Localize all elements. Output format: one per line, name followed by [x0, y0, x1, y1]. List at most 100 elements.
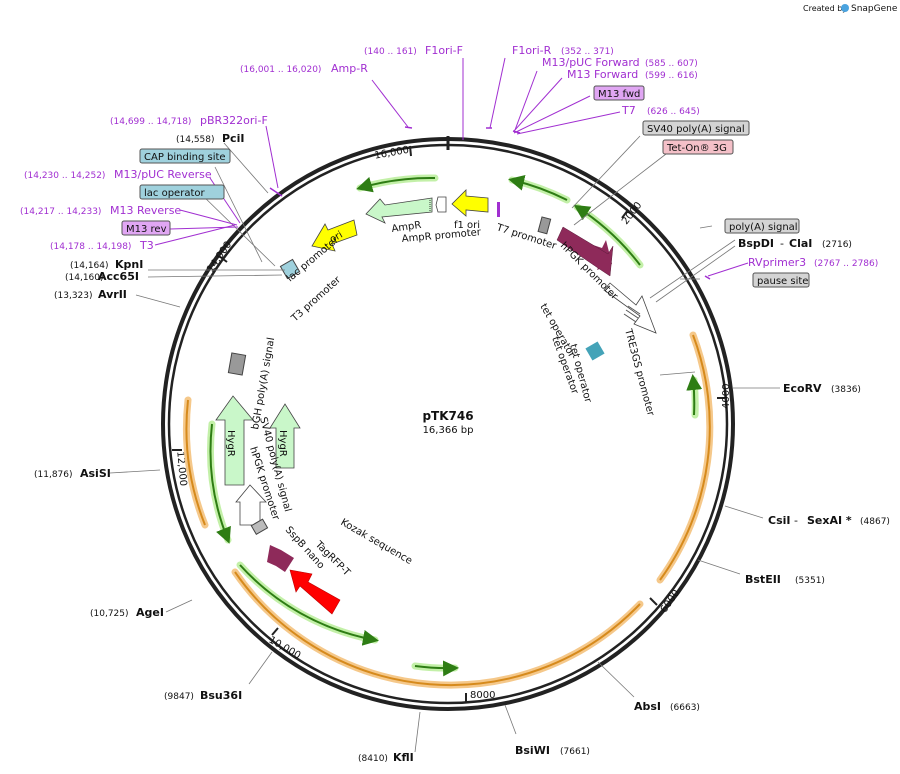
- sv40-inner-feature: [250, 518, 269, 536]
- hygr-feature-1: [215, 395, 254, 486]
- cap-box: [139, 148, 231, 164]
- primer-marks: [269, 126, 711, 280]
- tick-8000: 8000: [470, 690, 495, 701]
- primer-t7: T7: [621, 104, 636, 117]
- enzyme-bsu36i: Bsu36I: [200, 689, 242, 702]
- primer-m13puc-rev: M13/pUC Reverse: [114, 168, 212, 181]
- enzyme-bsteii-pos: (5351): [795, 576, 825, 586]
- leader-lines: [109, 135, 780, 753]
- label-tre3gs: TRE3GS promoter: [622, 327, 656, 418]
- label-f1-ori: f1 ori: [454, 220, 480, 231]
- primer-m13-rev-label: M13 Reverse: [110, 204, 181, 217]
- primer-rvprimer3-pos: (2767 .. 2786): [814, 259, 878, 269]
- tet-on-box: [662, 139, 734, 155]
- created-by-text: Created by: [803, 4, 847, 13]
- sv40-polya-feature: [537, 216, 552, 235]
- tre3gs-promoter-feature: [603, 282, 657, 334]
- enzyme-acc65i-pos: (14,160): [65, 273, 104, 283]
- feature-tet-on: Tet-On® 3G: [666, 143, 727, 154]
- enzyme-bsu36i-pos: (9847): [164, 692, 194, 702]
- enzyme-asisi-pos: (11,876): [34, 470, 73, 480]
- primer-labels: (140 .. 161) F1ori-F (16,001 .. 16,020) …: [20, 44, 878, 269]
- feature-sv40-polya: SV40 poly(A) signal: [647, 124, 745, 135]
- pause-site-box: [752, 272, 810, 288]
- bgh-polya-feature: [227, 352, 247, 376]
- f1-ori-feature: [451, 189, 489, 217]
- enzyme-pci: PciI: [222, 132, 244, 145]
- enzyme-agei: AgeI: [136, 606, 164, 619]
- enzyme-absi-pos: (6663): [670, 703, 700, 713]
- primer-t3-pos: (14,178 .. 14,198): [50, 242, 131, 252]
- major-ticks: [172, 145, 727, 703]
- orf-arrows: [209, 174, 703, 677]
- primer-ampr: Amp-R: [331, 62, 368, 75]
- label-ampr: AmpR: [391, 220, 422, 235]
- polya-box: [724, 218, 800, 234]
- enzyme-csii: CsiI: [768, 514, 790, 527]
- primer-t3: T3: [139, 239, 154, 252]
- snapgene-logo-icon: [841, 4, 849, 12]
- t7-promoter-feature: [497, 202, 500, 217]
- enzyme-bsteii: BstEII: [745, 573, 781, 586]
- enzyme-kpni: KpnI: [115, 258, 143, 271]
- label-hygr-2: HygR: [277, 430, 288, 457]
- sspb-feature: [267, 545, 294, 572]
- m13-fwd-box: [593, 85, 645, 101]
- enzyme-pci-pos: (14,558): [176, 135, 215, 145]
- enzyme-csii-pos: (4867): [860, 517, 890, 527]
- ampr-promoter-feature: [435, 196, 447, 213]
- lac-operator-box: [139, 184, 225, 200]
- enzyme-bsiwi-pos: (7661): [560, 747, 590, 757]
- sv40-box: [642, 120, 750, 136]
- enzyme-bsiwi: BsiWI: [515, 744, 550, 757]
- backbone-outer: [161, 137, 735, 711]
- enzyme-kfli-pos: (8410): [358, 754, 388, 764]
- tet-operator-feature: [585, 341, 605, 361]
- primer-m13-fwd-pos: (599 .. 616): [645, 71, 698, 81]
- tre-stripes: [623, 305, 641, 323]
- primer-m13puc-fwd-pos: (585 .. 607): [645, 59, 698, 69]
- snapgene-brand: SnapGene: [851, 4, 898, 14]
- enzyme-absi: AbsI: [634, 700, 661, 713]
- tick-4000: 4000: [721, 384, 732, 409]
- hygr-feature-2: [269, 403, 301, 469]
- enzyme-bspdi: BspDI: [738, 237, 774, 250]
- enzyme-asisi: AsiSI: [80, 467, 111, 480]
- primer-t7-pos: (626 .. 645): [647, 107, 700, 117]
- primer-m13-fwd-boxed: M13 fwd: [598, 89, 640, 100]
- enzyme-avrii-pos: (13,323): [54, 291, 93, 301]
- ampr-feature: [365, 197, 433, 224]
- enzyme-bspdi-sep: -: [780, 237, 784, 250]
- primer-m13-fwd: M13 Forward: [567, 68, 638, 81]
- orange-features: [185, 334, 711, 687]
- enzyme-ecorv-pos: (3836): [831, 385, 861, 395]
- enzyme-agei-pos: (10,725): [90, 609, 129, 619]
- m13-rev-box: [121, 220, 171, 236]
- label-kozak: Kozak sequence: [339, 517, 414, 567]
- primer-f1ori-f-pos: (140 .. 161): [364, 47, 417, 57]
- enzyme-sexai: SexAI *: [807, 514, 852, 527]
- label-hygr-1: HygR: [225, 430, 236, 457]
- primer-f1ori-r: F1ori-R: [512, 44, 552, 57]
- feature-cap-binding: CAP binding site: [144, 152, 226, 163]
- enzyme-kpni-pos: (14,164): [70, 261, 109, 271]
- primer-pbr322-pos: (14,699 .. 14,718): [110, 117, 191, 127]
- enzyme-ecorv: EcoRV: [783, 382, 822, 395]
- primer-m13-rev-pos: (14,217 .. 14,233): [20, 207, 101, 217]
- feature-pause-site: pause site: [757, 276, 808, 287]
- primer-m13puc-rev-pos: (14,230 .. 14,252): [24, 171, 105, 181]
- enzyme-labels: (14,558) PciI (14,164) KpnI (14,160) Acc…: [34, 132, 890, 764]
- enzyme-bspdi-pos: (2716): [822, 240, 852, 250]
- enzyme-acc65i: Acc65I: [98, 270, 139, 283]
- plasmid-name: pTK746: [422, 409, 473, 423]
- tagrfp-feature: [289, 569, 341, 615]
- hpgk-promoter-top-feature: [556, 226, 614, 277]
- inner-labels: AmpR AmpR promoter f1 ori T7 promoter hP…: [225, 220, 656, 579]
- primer-f1ori-f: F1ori-F: [425, 44, 463, 57]
- lac-promoter-feature: [279, 258, 301, 280]
- enzyme-csii-sep: -: [794, 514, 798, 527]
- primer-ampr-pos: (16,001 .. 16,020): [240, 65, 321, 75]
- primer-leaders: [154, 57, 749, 277]
- plasmid-length: 16,366 bp: [423, 425, 474, 436]
